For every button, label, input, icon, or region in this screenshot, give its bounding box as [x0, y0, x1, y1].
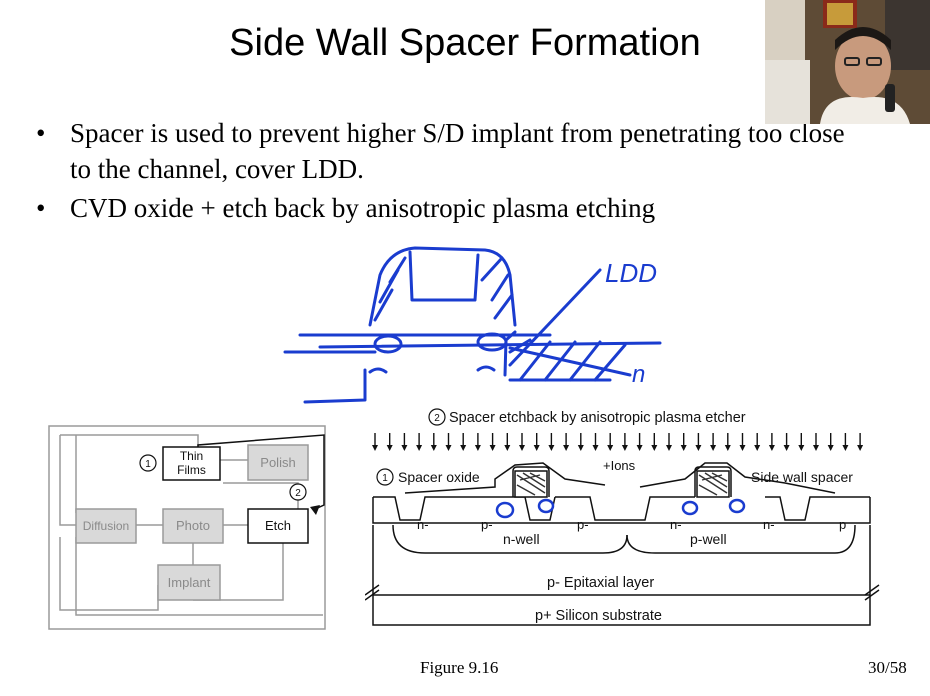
step-1-circle — [376, 468, 394, 486]
ion-arrow-head — [827, 445, 834, 451]
ion-arrow-head — [548, 445, 555, 451]
step-2-circle-text: 2 — [434, 413, 440, 424]
region-label-4: n- — [670, 517, 682, 532]
diffusion-label: Diffusion — [83, 519, 129, 533]
webcam-overlay — [765, 0, 930, 124]
step-1-marker — [139, 454, 157, 472]
bullet-1-text: Spacer is used to prevent higher S/D imp… — [70, 118, 845, 184]
ion-arrow-head — [813, 445, 819, 451]
ion-arrow-head — [754, 445, 761, 451]
ion-arrow-head — [474, 445, 481, 451]
ion-arrow-head — [798, 445, 805, 451]
ion-arrow-head — [857, 445, 864, 451]
bullet-2-text: CVD oxide + etch back by anisotropic pla… — [70, 193, 656, 223]
substrate-label: p+ Silicon substrate — [535, 608, 662, 624]
ion-arrow-head — [710, 445, 717, 451]
ink-strokes — [283, 246, 662, 404]
epitaxial-label: p- Epitaxial layer — [547, 575, 654, 591]
step-2-marker — [289, 483, 307, 501]
page-number: 30/58 — [868, 658, 907, 677]
ion-arrow-head — [416, 445, 423, 451]
ion-arrow-head — [651, 445, 658, 451]
step-1-text: 1 — [145, 459, 151, 470]
n-well-label: n-well — [503, 531, 540, 547]
etch-label: Etch — [265, 518, 291, 533]
figure-caption: Figure 9.16 — [420, 658, 499, 677]
ion-arrow-head — [372, 445, 378, 451]
bullet-dot: • — [36, 118, 46, 148]
ion-arrow-head — [621, 445, 628, 451]
step-2-circle — [428, 408, 446, 426]
ion-arrow-head — [680, 445, 687, 451]
ion-arrow-head — [783, 445, 790, 451]
etch-box — [247, 508, 309, 544]
device-structure — [365, 462, 880, 626]
side-wall-spacer-label: Side wall spacer — [751, 469, 853, 485]
ion-arrow-head — [724, 445, 731, 451]
ion-arrow-head — [577, 445, 584, 451]
hand-drawn-annotation: LDD n — [283, 246, 662, 404]
bullet-dot: • — [36, 193, 46, 223]
ion-arrow-head — [739, 445, 746, 451]
region-label-3: p- — [577, 517, 589, 532]
ion-arrow-head — [401, 445, 408, 451]
ion-arrow-head — [519, 445, 525, 451]
ion-arrow-head — [636, 445, 643, 451]
ldd-ink-circles — [495, 498, 746, 519]
ion-arrow-head — [607, 445, 614, 451]
region-label-5: n- — [763, 517, 775, 532]
region-label-2: p- — [481, 517, 493, 532]
ion-arrow-head — [430, 445, 437, 451]
ion-arrows — [372, 433, 864, 451]
region-label-6: p — [839, 517, 846, 532]
n-label: n — [632, 361, 645, 388]
spacer-oxide-label: Spacer oxide — [398, 469, 480, 485]
photo-label: Photo — [176, 518, 210, 533]
implant-box — [157, 564, 221, 601]
bullet-1: • Spacer is used to prevent higher S/D i… — [36, 115, 856, 187]
ldd-label: LDD — [605, 258, 657, 288]
implant-label: Implant — [168, 575, 211, 590]
ion-arrow-head — [460, 445, 467, 451]
etchback-title: Spacer etchback by anisotropic plasma et… — [449, 410, 746, 426]
ion-arrow-head — [445, 445, 452, 451]
ion-arrow-head — [768, 445, 775, 451]
diffusion-box — [75, 508, 137, 544]
ion-arrow-head — [533, 445, 540, 451]
photo-box — [162, 508, 224, 544]
step-2-text: 2 — [295, 488, 301, 499]
ion-arrow-head — [695, 445, 702, 451]
ion-arrow-head — [592, 445, 599, 451]
polish-box — [247, 444, 309, 481]
flow-connectors — [59, 434, 323, 616]
ion-arrow-head — [489, 445, 496, 451]
step-1-circle-text: 1 — [382, 473, 388, 484]
region-label-1: n- — [417, 517, 429, 532]
bullet-2: • CVD oxide + etch back by anisotropic p… — [36, 190, 856, 226]
ion-arrow-head — [842, 445, 849, 451]
p-well-label: p-well — [690, 531, 727, 547]
ion-arrow-head — [386, 445, 393, 451]
slide-title: Side Wall Spacer Formation — [229, 22, 701, 64]
process-flow-diagram: Thin Films 1 Polish Diffusion Photo Etch… — [48, 425, 326, 630]
polish-label: Polish — [260, 455, 295, 470]
thin-films-label-1: Thin — [180, 449, 203, 463]
thin-films-label-2: Films — [177, 463, 206, 477]
ion-arrow-head — [504, 445, 511, 451]
cross-section-diagram: 2 Spacer etchback by anisotropic plasma … — [365, 408, 880, 626]
ion-arrow-head — [666, 445, 672, 451]
thin-films-box — [162, 446, 221, 481]
ion-arrow-head — [563, 445, 570, 451]
ions-label: +Ions — [603, 458, 636, 473]
